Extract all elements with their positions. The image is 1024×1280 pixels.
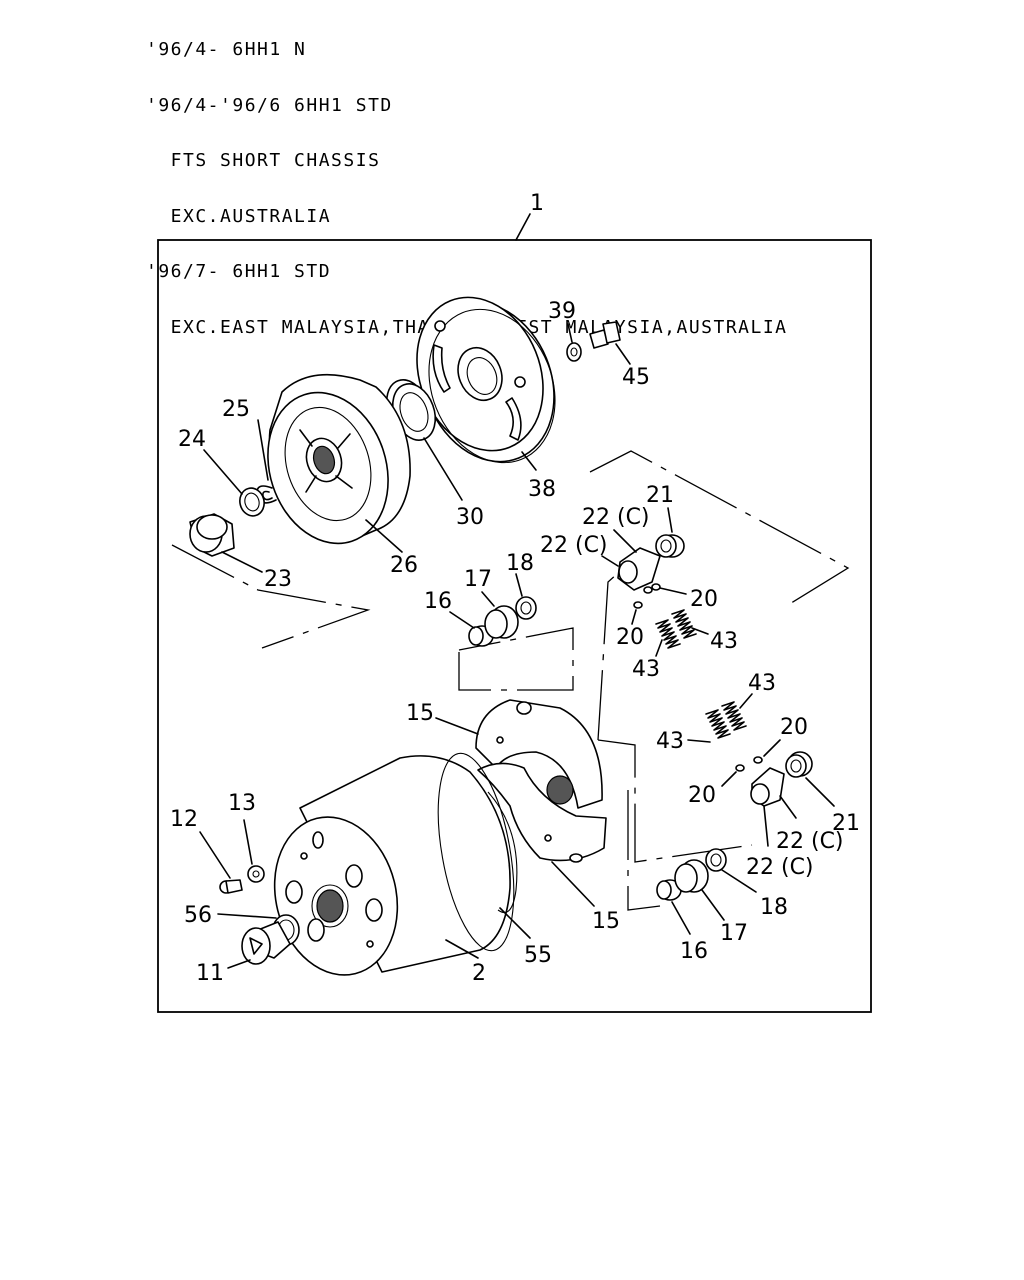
callout-bracket-b-lower: 22 (C) [746, 855, 814, 880]
roller-pin-lower-part [656, 879, 682, 901]
bolt-small-part [219, 879, 243, 894]
springs-upper-part [655, 609, 697, 649]
callout-washer-cover: 39 [548, 299, 576, 324]
callout-hub-washer: 24 [178, 427, 206, 452]
washer-small-part [247, 865, 265, 883]
callout-pin-b-upper: 20 [616, 625, 644, 650]
callout-roller-pin-upper: 16 [424, 589, 452, 614]
ring-upper-part [515, 596, 537, 620]
applicability-line: FTS SHORT CHASSIS [146, 150, 381, 171]
callout-hub-nut: 23 [264, 567, 292, 592]
callout-bracket-a-lower: 22 (C) [776, 829, 844, 854]
pins-upper-part [633, 583, 661, 609]
callout-spring-b-lower: 43 [656, 729, 684, 754]
callout-ring-housing: 55 [524, 943, 552, 968]
callout-bracket-b-upper: 22 (C) [540, 533, 608, 558]
pins-lower-part [735, 756, 763, 772]
roller-upper-part [484, 605, 519, 639]
bracket-lower-part [750, 767, 785, 807]
callout-spring-a-upper: 43 [710, 629, 738, 654]
hub-washer-part [239, 487, 265, 517]
washer-cover-part [566, 342, 582, 362]
applicability-line: EXC.AUSTRALIA [146, 205, 332, 227]
flange-part [267, 373, 411, 545]
callout-oil-seal: 30 [456, 505, 484, 530]
callout-washer-small: 13 [228, 791, 256, 816]
springs-lower-part [705, 701, 747, 739]
callout-bolt-small: 12 [170, 807, 198, 832]
callout-bracket-a-upper: 22 (C) [582, 505, 650, 530]
ring-lower-part [705, 848, 727, 872]
callout-roller-lower: 17 [720, 921, 748, 946]
weight-upper-part [475, 699, 603, 809]
applicability-line: '96/7- 6HH1 STD [146, 261, 332, 282]
housing-part [273, 752, 515, 976]
callout-ring-lower: 18 [760, 895, 788, 920]
callout-spring-b-upper: 43 [632, 657, 660, 682]
callout-roller-upper: 17 [464, 567, 492, 592]
callout-flange: 26 [390, 553, 418, 578]
ring-housing-part [487, 791, 518, 914]
hub-nut-part [189, 513, 235, 557]
cover-plate-part [416, 296, 556, 464]
callout-plug: 11 [196, 961, 224, 986]
callout-cover-plate: 38 [528, 477, 556, 502]
weight-lower-part [477, 762, 607, 863]
callout-ring-upper: 18 [506, 551, 534, 576]
roller-lower-part [674, 859, 709, 893]
callout-pin-b-lower: 20 [688, 783, 716, 808]
reference-lines [171, 450, 850, 911]
callout-weight-upper: 15 [406, 701, 434, 726]
assembly-frame [157, 239, 872, 1013]
callout-bolt-cover: 45 [622, 365, 650, 390]
bracket-upper-part [617, 547, 661, 591]
callout-gasket: 56 [184, 903, 212, 928]
callout-collar-upper: 21 [646, 483, 674, 508]
applicability-line: '96/4- 6HH1 N [146, 39, 307, 60]
callout-pin-a-upper: 20 [690, 587, 718, 612]
collar-upper-part [655, 534, 685, 558]
callout-housing: 2 [472, 961, 486, 986]
applicability-line: '96/4-'96/6 6HH1 STD [146, 94, 393, 116]
plug-part [241, 921, 291, 965]
callout-collar-lower: 21 [832, 811, 860, 836]
collar-lower-part [785, 751, 813, 778]
callout-assembly: 1 [530, 191, 544, 216]
callout-weight-lower: 15 [592, 909, 620, 934]
callout-roller-pin-lower: 16 [680, 939, 708, 964]
callout-snap-ring: 25 [222, 397, 250, 422]
callout-spring-a-lower: 43 [748, 671, 776, 696]
bolt-cover-part [589, 321, 621, 349]
callout-pin-a-lower: 20 [780, 715, 808, 740]
